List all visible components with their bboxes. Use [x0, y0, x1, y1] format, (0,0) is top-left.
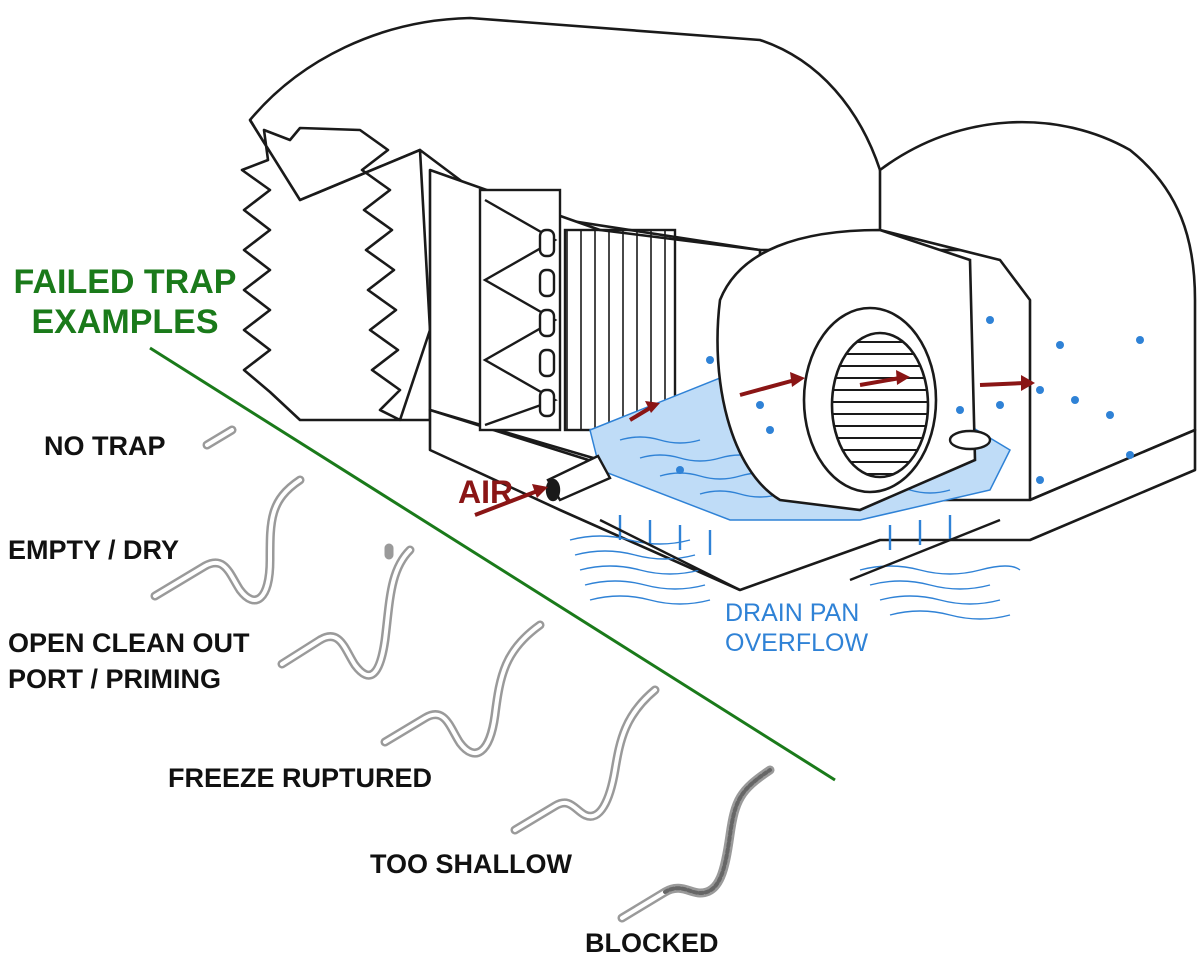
header-line-1: FAILED TRAP	[13, 263, 237, 301]
trap-label-blocked: BLOCKED	[585, 928, 719, 958]
trap-label-open-cleanout-line-2: PORT / PRIMING	[8, 664, 222, 694]
overflow-streams	[569, 535, 1021, 620]
blockage-fill	[663, 768, 772, 896]
air-label: AIR	[458, 474, 514, 510]
trap-label-too-shallow: TOO SHALLOW	[370, 849, 572, 879]
cooling-coil	[478, 188, 677, 432]
trap-label-no-trap: NO TRAP	[44, 431, 166, 461]
cabinet-left-broken-face	[240, 119, 432, 422]
trap-label-empty-dry: EMPTY / DRY	[8, 535, 180, 565]
water-droplets	[676, 316, 1144, 484]
drain-pan-overflow-label: DRAIN PAN OVERFLOW	[725, 598, 868, 658]
overflow-arrows	[618, 515, 952, 555]
pan-edges	[599, 518, 1001, 592]
failed-trap-header: FAILED TRAP EXAMPLES	[0, 262, 250, 342]
pipe-open-cleanout	[277, 543, 415, 680]
overflow-label-line-2: OVERFLOW	[725, 629, 869, 657]
blower-fan	[716, 228, 977, 512]
trap-label-open-cleanout-line-1: OPEN CLEAN OUT	[8, 628, 250, 658]
overflow-label-line-1: DRAIN PAN	[725, 599, 860, 627]
drain-pipe-stub	[545, 429, 992, 502]
trap-label-freeze-ruptured: FREEZE RUPTURED	[168, 763, 433, 793]
header-line-2: EXAMPLES	[31, 303, 219, 341]
examples-divider-line	[149, 346, 836, 782]
airflow-arrows	[474, 370, 1035, 517]
discharge-duct	[878, 120, 1197, 502]
pipe-blocked	[617, 765, 775, 923]
trap-label-open-cleanout: OPEN CLEAN OUT PORT / PRIMING	[8, 625, 250, 697]
